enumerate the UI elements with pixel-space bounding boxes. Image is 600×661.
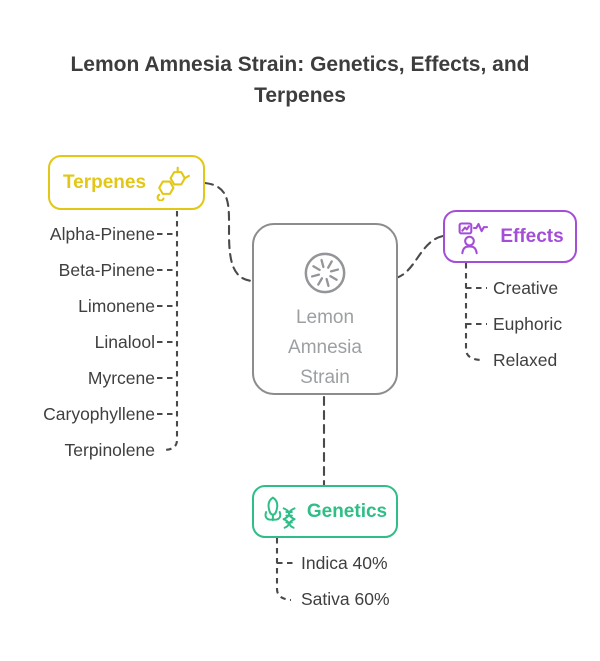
terpene-item: Beta-Pinene — [58, 260, 155, 280]
terpene-item: Linalool — [94, 332, 155, 352]
terpenes-label: Terpenes — [62, 171, 147, 193]
person-pulse-icon — [458, 221, 489, 254]
branch-node-effects: Effects — [443, 210, 577, 263]
terpene-item: Caryophyllene — [43, 404, 155, 424]
effect-item: Creative — [493, 278, 559, 298]
effect-item: Euphoric — [493, 314, 563, 334]
genetics-list-spine — [275, 538, 292, 602]
citrus-slice-icon — [304, 252, 346, 294]
effects-item-list: Creative Euphoric Relaxed — [493, 270, 562, 378]
plant-dna-icon — [264, 496, 296, 529]
terpene-item: Myrcene — [87, 368, 155, 388]
page-title-text: Lemon Amnesia Strain: Genetics, Effects,… — [70, 53, 530, 107]
terpene-item: Alpha-Pinene — [49, 224, 155, 244]
link-terpenes-to-center — [203, 181, 254, 283]
terpene-item: Terpinolene — [64, 440, 155, 460]
terpene-item: Limonene — [78, 296, 155, 316]
molecule-icon — [156, 166, 190, 201]
effect-item: Relaxed — [493, 350, 558, 370]
branch-node-genetics: Genetics — [252, 485, 398, 538]
center-node-lemon-amnesia-strain: Lemon Amnesia Strain — [252, 223, 398, 395]
branch-node-terpenes: Terpenes — [48, 155, 205, 210]
page-title: Lemon Amnesia Strain: Genetics, Effects,… — [0, 49, 600, 111]
effects-list-spine — [464, 263, 481, 362]
genetics-label: Genetics — [306, 500, 388, 522]
terpenes-item-list: Alpha-Pinene Beta-Pinene Limonene Linalo… — [0, 216, 155, 468]
effects-label: Effects — [500, 225, 564, 247]
genetic-item: Indica 40% — [301, 553, 388, 573]
genetics-item-list: Indica 40% Sativa 60% — [301, 545, 390, 617]
center-node-label: Lemon Amnesia Strain — [288, 307, 362, 388]
genetic-item: Sativa 60% — [301, 589, 390, 609]
link-center-to-effects — [394, 234, 445, 280]
